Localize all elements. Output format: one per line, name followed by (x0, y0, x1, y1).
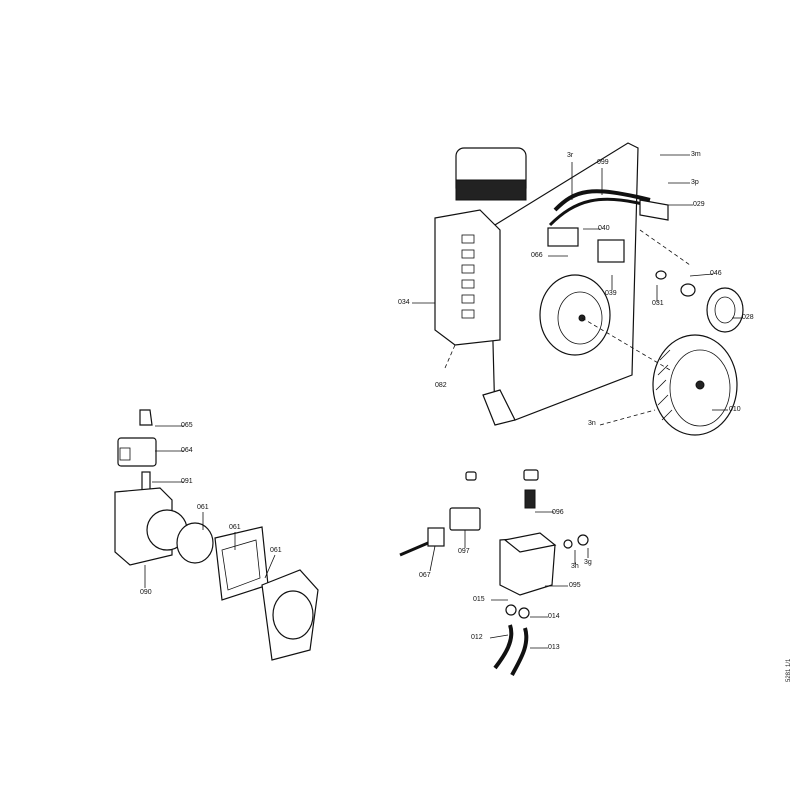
pump-left (114, 409, 319, 661)
part-label-029: 029 (693, 201, 705, 208)
drawing-reference: 5281 1/1 (786, 658, 792, 682)
part-label-3m: 3m (691, 151, 701, 158)
part-label-039: 039 (605, 290, 617, 297)
part-label-090: 090 (140, 589, 152, 596)
part-label-034: 034 (398, 299, 410, 306)
part-label-010: 010 (729, 406, 741, 413)
part-label-013: 013 (548, 644, 560, 651)
part-label-061-gasket: 061 (229, 524, 241, 531)
part-label-099: 099 (597, 159, 609, 166)
part-label-097: 097 (458, 548, 470, 555)
air-damper-028 (655, 270, 744, 333)
part-label-095: 095 (569, 582, 581, 589)
part-label-3r: 3r (567, 152, 574, 159)
leader-lines (144, 154, 742, 649)
motor-039 (539, 274, 611, 356)
fan-wheel-010 (652, 334, 738, 436)
part-label-061-screw: 061 (270, 547, 282, 554)
part-label-091: 091 (181, 478, 193, 485)
part-label-096: 096 (552, 509, 564, 516)
part-label-3p: 3p (691, 179, 699, 186)
part-label-3h: 3h (571, 563, 579, 570)
part-label-015: 015 (473, 596, 485, 603)
part-label-046: 046 (710, 270, 722, 277)
part-label-3n: 3n (588, 420, 596, 427)
part-label-064: 064 (181, 447, 193, 454)
part-label-014: 014 (548, 613, 560, 620)
wiring-harness-099 (547, 189, 669, 263)
part-label-067: 067 (419, 572, 431, 579)
part-label-066: 066 (531, 252, 543, 259)
part-label-065: 065 (181, 422, 193, 429)
part-label-028: 028 (742, 314, 754, 321)
part-label-061-filter: 061 (197, 504, 209, 511)
part-label-031: 031 (652, 300, 664, 307)
part-label-040: 040 (598, 225, 610, 232)
part-label-3g: 3g (584, 559, 592, 566)
transformer-034 (434, 147, 527, 346)
part-label-012: 012 (471, 634, 483, 641)
part-label-082: 082 (435, 382, 447, 389)
